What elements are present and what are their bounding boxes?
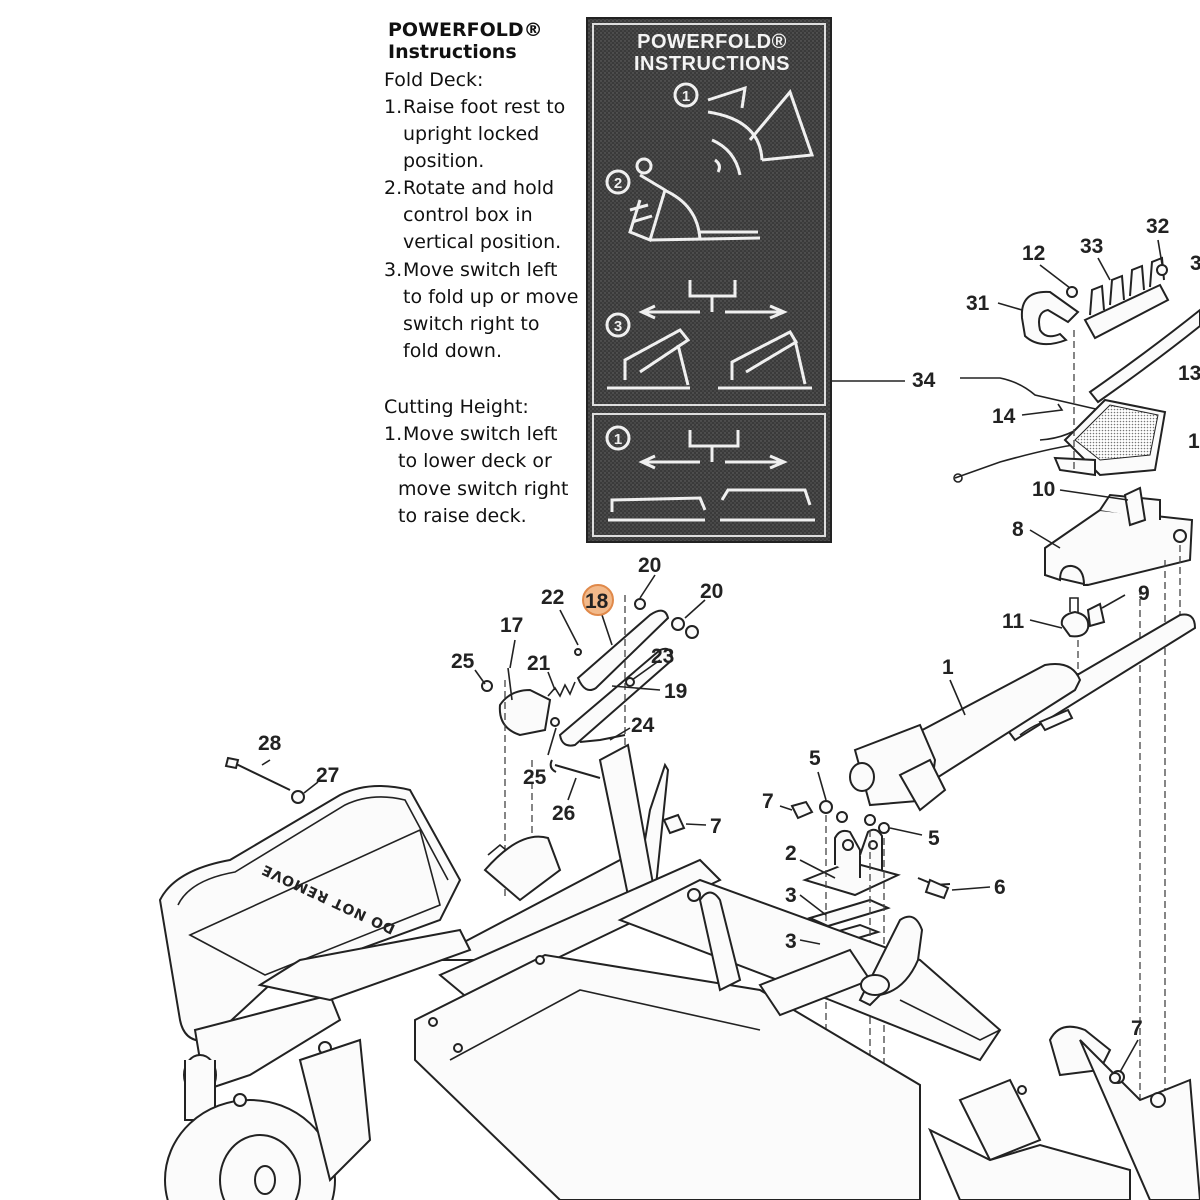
callout-19: 19 [664,680,687,703]
callout-9: 9 [1138,582,1150,605]
link-arm-19 [558,647,674,747]
callout-8: 8 [1012,518,1024,541]
fold-step-1-line-2: upright locked [403,123,539,145]
decal-step-marker-3: 3 [614,318,622,335]
base-plate [801,860,901,897]
fold-step-1-line-1: Raise foot rest to [403,96,565,118]
callout-28: 28 [258,732,282,755]
cutting-height-heading: Cutting Height: [384,396,529,418]
control-box-assembly [953,256,1200,1160]
decal-upper-panel [592,23,826,406]
callout-3: 3 [785,930,797,953]
callout-20: 20 [700,580,723,603]
fold-step-1-num: 1. [384,96,402,118]
fold-deck-heading: Fold Deck: [384,69,483,91]
callout-24: 24 [631,714,655,737]
callout-7: 7 [710,815,722,838]
fold-step-2-line-1: Rotate and hold [403,177,554,199]
fold-step-3-line-4: fold down. [403,340,502,362]
decal-cutting-height-pictogram: 1 [605,425,815,522]
nut-32 [1156,264,1168,276]
actuator-rod [998,613,1197,742]
callout-17: 17 [500,614,523,637]
leaders [261,239,1163,1073]
instructions-block: POWERFOLD® Instructions Fold Deck: 1. Ra… [384,19,579,527]
callout-25: 25 [451,650,475,673]
callout-26: 26 [552,802,575,825]
cable-clip [1020,290,1080,346]
decal-step-1-pictogram: 1 [673,82,815,176]
powerfold-decal: POWERFOLD® INSTRUCTIONS 1 2 3 [586,17,832,543]
linkage-assembly [481,595,699,900]
cutting-step-1-line-2: to lower deck or [398,450,552,472]
center-bracket [790,800,951,1200]
decal-step-marker-4: 1 [614,431,622,448]
callout-25: 25 [523,766,547,789]
callout-12: 12 [1022,242,1045,265]
cutting-step-1-line-4: to raise deck. [398,505,527,527]
callout-7: 7 [762,790,774,813]
callout-27: 27 [316,764,339,787]
callout-22: 22 [541,586,564,609]
callout-3-edge: 3 [1190,252,1200,275]
instructions-title-2: Instructions [388,41,517,63]
callout-10: 10 [1032,478,1055,501]
callout-7: 7 [1131,1017,1143,1040]
mower-frame: DO NOT REMOVE [158,743,1200,1200]
decal-lower-panel [592,413,826,537]
callout-5: 5 [809,747,821,770]
fold-step-3-num: 3. [384,259,402,281]
nut-12 [1066,286,1078,298]
callout-23: 23 [651,645,674,668]
fold-step-2-num: 2. [384,177,402,199]
decal-step-2-pictogram: 2 [605,157,761,243]
callout-1: 1 [942,656,954,679]
decal-step-3-pictogram: 3 [605,280,812,390]
spring-21 [547,681,576,698]
callout-20: 20 [638,554,661,577]
decal-step-marker-2: 2 [614,175,622,192]
callout-2: 2 [785,842,797,865]
callout-14: 14 [992,405,1016,428]
mount-bracket [1044,508,1194,587]
callout-6: 6 [994,876,1006,899]
fold-step-2-line-2: control box in [403,204,533,226]
callout-5: 5 [928,827,940,850]
cutting-step-1-line-1: Move switch left [403,423,557,445]
fold-step-3-line-1: Move switch left [403,259,557,281]
decal-title-1: POWERFOLD® [637,31,787,53]
callout-18: 18 [585,590,609,613]
callout-31: 31 [966,292,990,315]
cutting-step-1-num: 1. [384,423,402,445]
callout-11: 11 [1002,610,1025,633]
cable-comb [1083,256,1170,340]
decal-step-marker-1: 1 [682,88,690,105]
callout-34: 34 [912,369,936,392]
fold-step-3-line-2: to fold up or move [403,286,579,308]
callout-labels: 20 20 22 18 17 25 21 23 19 24 25 26 28 2… [258,215,1200,1040]
leader-34-cable [960,377,1101,411]
cutting-step-1-line-3: move switch right [398,478,568,500]
callout-1-edge: 1 [1188,430,1200,453]
decal-background [586,17,832,543]
highlighted-part-marker[interactable] [582,584,614,616]
fold-step-2-line-3: vertical position. [403,231,561,253]
fold-step-1-line-3: position. [403,150,484,172]
callout-3: 3 [785,884,797,907]
decal-title-2: INSTRUCTIONS [634,53,790,75]
callout-33: 33 [1080,235,1103,258]
deck-plate [414,953,921,1200]
pivot-bracket-17 [498,688,552,737]
callout-32: 32 [1146,215,1169,238]
link-arm-18 [576,609,670,691]
linear-actuator [849,613,1197,812]
callout-13: 13 [1178,362,1200,385]
seat [158,785,462,1042]
callout-21: 21 [527,652,551,675]
instructions-title-1: POWERFOLD® [388,19,543,41]
fold-step-3-line-3: switch right to [403,313,539,335]
